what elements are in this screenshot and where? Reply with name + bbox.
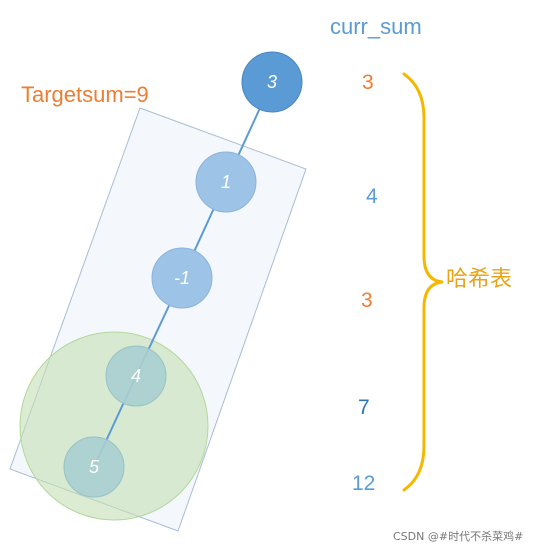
node-value: 1	[221, 172, 231, 192]
tree-node-3: 4	[105, 345, 167, 407]
curr-sum-value: 3	[361, 289, 373, 312]
curr-sum-value: 3	[362, 71, 374, 94]
node-value: 3	[267, 72, 277, 92]
tree-node-2: -1	[151, 247, 213, 309]
tree-node-1: 1	[195, 151, 257, 213]
node-value: -1	[174, 268, 190, 288]
curr-sum-value: 7	[358, 396, 370, 419]
tree-node-4: 5	[63, 436, 125, 498]
curr-sum-value: 4	[366, 185, 378, 208]
node-value: 4	[131, 366, 141, 386]
node-value: 5	[89, 457, 100, 477]
hash-table-label: 哈希表	[446, 267, 513, 292]
target-sum-label: Targetsum=9	[21, 82, 149, 107]
hash-table-brace	[402, 72, 444, 492]
watermark: CSDN @#时代不杀菜鸡#	[393, 530, 524, 543]
tree-node-0: 3	[241, 51, 303, 113]
curr-sum-header: curr_sum	[330, 14, 422, 39]
curr-sum-value: 12	[352, 472, 376, 495]
